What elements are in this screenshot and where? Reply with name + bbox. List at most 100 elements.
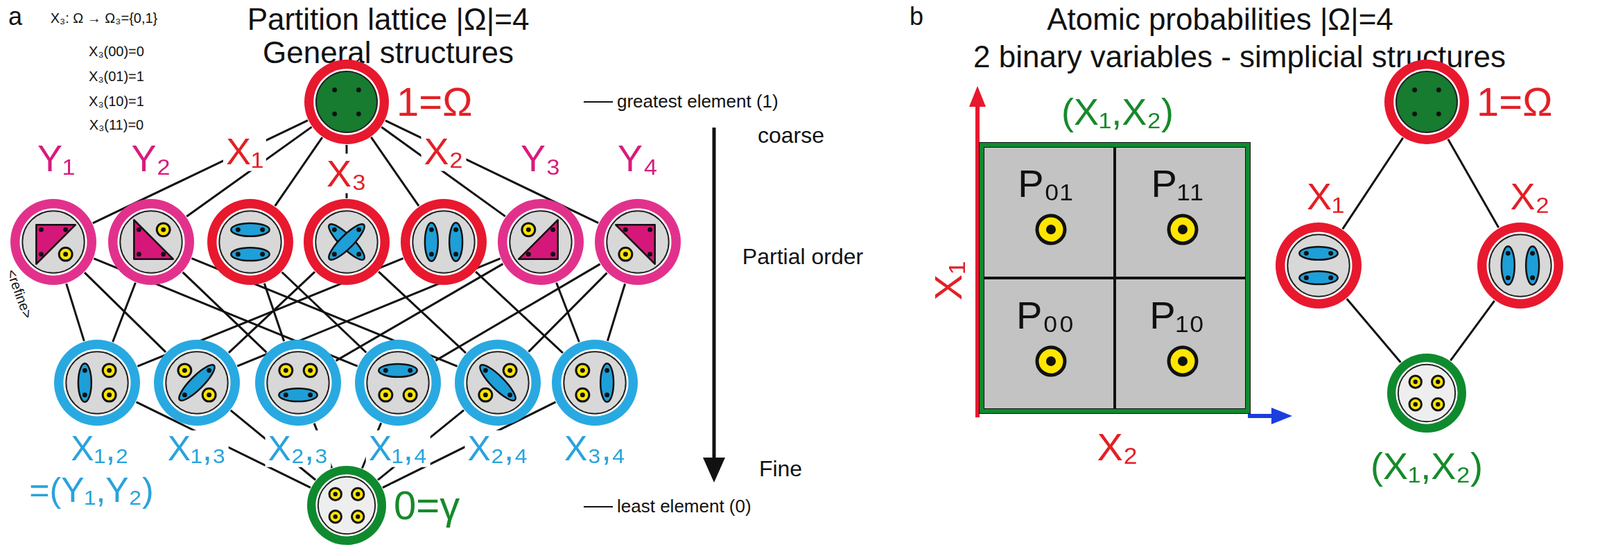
node-label: Y₄ — [614, 138, 661, 179]
node-label: 0=γ — [390, 484, 463, 527]
node-label: P₁₀ — [1149, 295, 1205, 337]
partition-circle: 1=Ω — [303, 58, 390, 145]
partition-drawing — [1386, 352, 1467, 434]
axis-arrowhead — [1271, 407, 1293, 425]
annotation: coarse — [757, 124, 825, 148]
node-label: X₁ — [223, 131, 267, 172]
partition-drawing — [153, 338, 241, 427]
lattice-edge — [1346, 298, 1402, 363]
node-label: X₃,₄ — [561, 430, 629, 468]
partition-drawing — [302, 198, 391, 286]
partition-drawing — [400, 198, 488, 286]
partition-drawing — [303, 58, 390, 145]
atom-cell: P₀₁ — [984, 147, 1114, 277]
panel-letter: a — [8, 3, 23, 30]
partition-circle: X₂ — [1476, 221, 1564, 310]
definition-note: X₃: Ω → Ω₃={0,1} — [50, 11, 159, 26]
partition-circle: X₂ — [400, 198, 488, 286]
node-label: X₁ — [1303, 176, 1347, 217]
partition-drawing — [1476, 221, 1564, 310]
node-label: X₂,₃ — [264, 430, 331, 468]
node-label: 1=Ω — [1473, 81, 1556, 124]
partition-drawing — [454, 338, 542, 427]
partition-drawing — [354, 338, 442, 427]
atom-cell: P₀₀ — [984, 279, 1114, 409]
partition-circle: X₁,₄ — [354, 338, 442, 427]
node-label: X₂,₄ — [464, 430, 531, 468]
partition-circle: (X₁,X₂) — [1386, 352, 1467, 434]
lattice-edge — [1448, 139, 1499, 228]
partition-drawing — [306, 465, 387, 546]
lattice-edge — [112, 282, 136, 342]
partition-circle: X₁ — [1274, 221, 1363, 310]
order-arrowhead — [702, 457, 726, 483]
annotation: Fine — [759, 457, 803, 482]
partition-circle: X₃ — [302, 198, 391, 286]
node-label: X₂ — [421, 131, 467, 172]
node-label: X₂ — [1507, 176, 1553, 217]
partition-circle: Y₁ — [9, 198, 98, 286]
partition-circle: Y₂ — [107, 198, 195, 286]
partition-circle: X₂,₃ — [254, 338, 342, 427]
partition-drawing — [594, 198, 682, 286]
partition-circle: Y₃ — [497, 198, 585, 286]
partition-circle: 1=Ω — [1383, 58, 1470, 145]
node-label: (X₁,X₂) — [1058, 92, 1177, 132]
node-label: (X₁,X₂) — [1367, 446, 1486, 486]
panel-title: Partition lattice |Ω|=4 — [247, 3, 530, 36]
partition-circle: X₂,₄ — [454, 338, 542, 427]
partition-circle: 0=γ — [306, 465, 387, 546]
node-label: X₁,₃ — [164, 430, 229, 468]
panel-letter: b — [909, 3, 924, 30]
partition-circle: X₃,₄ — [551, 338, 639, 427]
node-label: X₁,₂ — [67, 430, 132, 468]
partition-drawing — [1274, 221, 1363, 310]
definition-note: X₃(10)=1 — [88, 94, 145, 109]
partition-drawing — [1383, 58, 1470, 145]
definition-note: X₃(11)=0 — [89, 117, 144, 133]
partition-drawing — [254, 338, 342, 427]
node-label: Y₃ — [517, 138, 564, 179]
node-label: Y₁ — [34, 138, 78, 179]
annotation: least element (0) — [616, 497, 752, 516]
partition-circle: Y₄ — [594, 198, 682, 286]
annotation: greatest element (1) — [616, 92, 779, 111]
partition-drawing — [53, 338, 141, 427]
probability-square: P₀₁P₁₁P₀₀P₁₀(X₁,X₂) — [978, 142, 1251, 414]
lattice-edge — [264, 283, 284, 342]
lattice-edge — [275, 137, 323, 206]
node-label: P₀₀ — [1016, 295, 1075, 337]
lattice-edge — [1450, 300, 1494, 361]
atom-cell: P₁₀ — [1116, 279, 1246, 409]
partition-circle: X₁,₂=(Y₁,Y₂) — [53, 338, 141, 427]
axis-x2-tip — [1247, 413, 1275, 419]
partition-circle: X₁,₃ — [153, 338, 241, 427]
node-label: X₁,₄ — [366, 430, 431, 468]
order-arrow — [712, 127, 717, 461]
definition-note: X₃(00)=0 — [88, 44, 145, 59]
partition-circle: X₁ — [206, 198, 294, 286]
node-label: 1=Ω — [393, 81, 476, 124]
leader-line — [583, 101, 613, 103]
axis-label: X₂ — [1096, 427, 1138, 468]
node-label: P₀₁ — [1017, 163, 1074, 205]
lattice-edge — [66, 283, 85, 342]
node-label: X₃ — [323, 153, 370, 194]
annotation: Partial order — [742, 245, 864, 269]
leader-line — [583, 506, 613, 508]
atom-cell: P₁₁ — [1116, 147, 1246, 277]
partition-drawing — [9, 198, 98, 286]
lattice-edge — [1342, 137, 1404, 230]
node-label: P₁₁ — [1150, 163, 1203, 205]
panel-subtitle: General structures — [262, 36, 514, 69]
axis-label: X₁ — [928, 261, 970, 301]
partition-drawing — [497, 198, 585, 286]
axis-arrowhead — [969, 85, 986, 107]
partition-drawing — [107, 198, 195, 286]
panel-title: Atomic probabilities |Ω|=4 — [1046, 3, 1394, 36]
partition-drawing — [206, 198, 294, 286]
node-label: Y₂ — [128, 138, 175, 179]
node-label: =(Y₁,Y₂) — [26, 472, 156, 509]
definition-note: X₃(01)=1 — [88, 69, 145, 84]
partition-drawing — [551, 338, 639, 427]
